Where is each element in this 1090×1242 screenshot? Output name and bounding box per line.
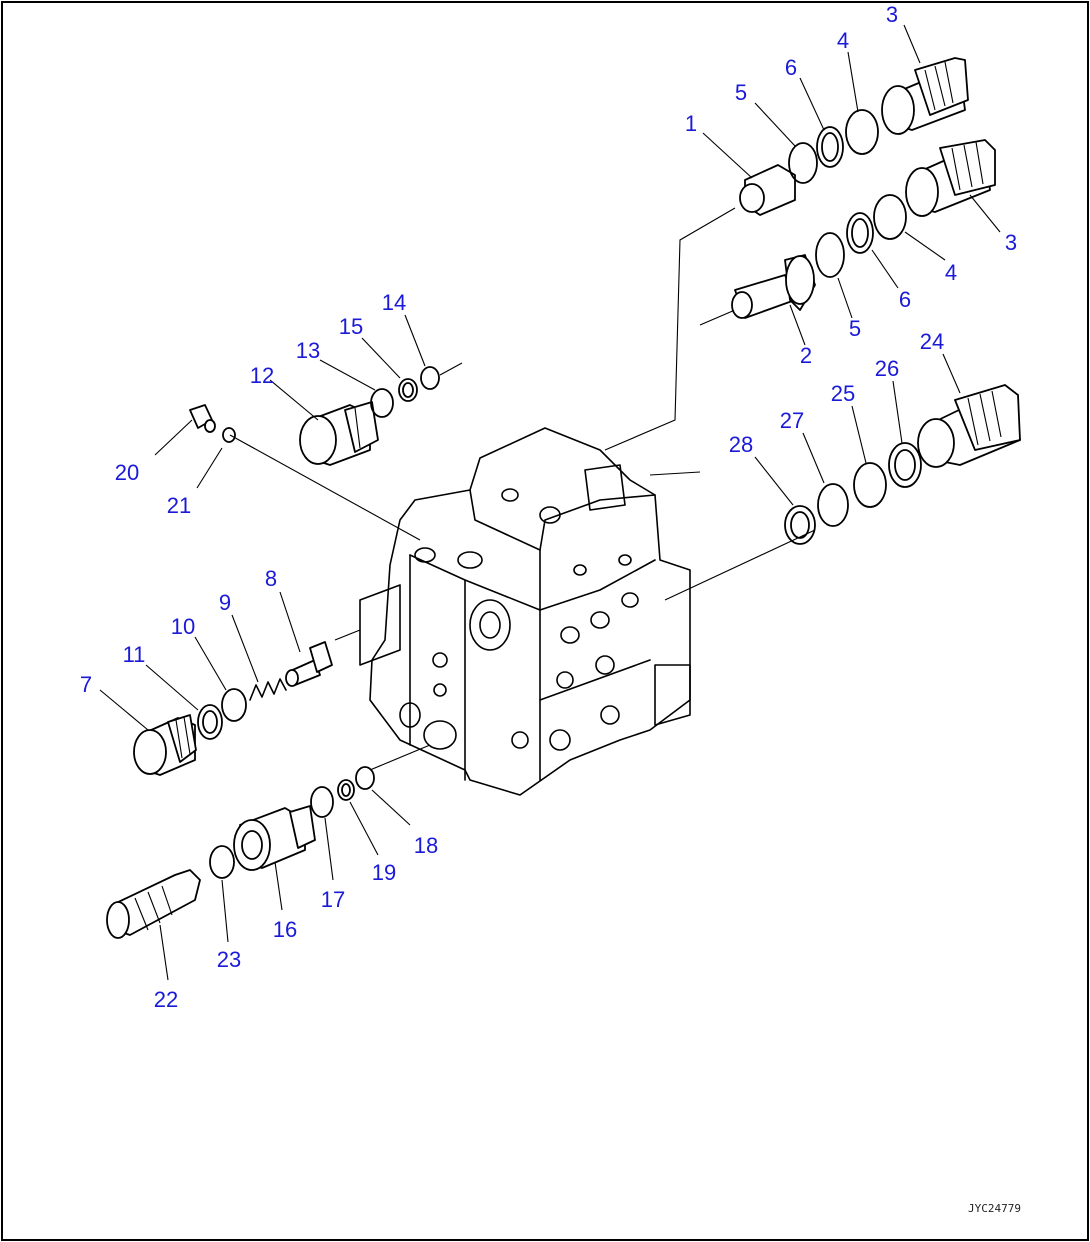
part-18-o-ring xyxy=(355,766,375,790)
assembly-leader-lines xyxy=(229,207,816,771)
part-23-o-ring xyxy=(209,845,235,879)
callout-2: 2 xyxy=(800,343,812,368)
callout-3-lower: 3 xyxy=(1005,230,1017,255)
part-6-backup-ring-lower-inner xyxy=(851,218,869,248)
part-4-o-ring-upper xyxy=(845,109,879,155)
callout-1: 1 xyxy=(685,111,697,136)
part-27-o-ring xyxy=(817,483,849,527)
drawing-code: JYC24779 xyxy=(968,1202,1021,1215)
callout-22: 22 xyxy=(154,987,178,1012)
valve-body xyxy=(359,427,691,796)
callout-labels: 1 2 3 3 4 4 5 5 6 6 7 8 9 10 11 12 13 14… xyxy=(80,2,1017,1012)
part-6-backup-ring-upper xyxy=(816,126,844,168)
part-3-plug-upper xyxy=(881,57,969,135)
callout-5-upper: 5 xyxy=(735,80,747,105)
callout-23: 23 xyxy=(217,947,241,972)
part-26-backup-ring-inner xyxy=(894,449,916,481)
part-5-o-ring-upper xyxy=(788,142,818,184)
part-26-backup-ring xyxy=(888,442,922,488)
part-4-o-ring-lower xyxy=(873,194,907,240)
part-2-spool xyxy=(731,254,816,319)
callout-21: 21 xyxy=(167,493,191,518)
callout-leaders xyxy=(99,24,1001,981)
part-28-backup-ring-inner xyxy=(790,511,810,539)
part-15-backup-ring-inner xyxy=(402,382,414,398)
part-20-plug xyxy=(189,404,216,433)
callout-24: 24 xyxy=(920,329,944,354)
part-9-spring xyxy=(249,678,287,701)
part-25-o-ring xyxy=(853,462,887,508)
part-5-o-ring-lower xyxy=(815,232,845,278)
part-16-cartridge xyxy=(233,805,316,871)
callout-20: 20 xyxy=(115,460,139,485)
part-3-plug-lower xyxy=(905,139,996,217)
callout-17: 17 xyxy=(321,887,345,912)
part-7-plug xyxy=(133,714,197,776)
callout-6-lower: 6 xyxy=(899,287,911,312)
part-6-backup-ring-upper-inner xyxy=(821,132,839,162)
part-1-plug xyxy=(739,164,796,216)
callout-28: 28 xyxy=(729,432,753,457)
callout-13: 13 xyxy=(296,338,320,363)
part-14-o-ring xyxy=(420,366,440,390)
callout-19: 19 xyxy=(372,860,396,885)
callout-6-upper: 6 xyxy=(785,55,797,80)
callout-11: 11 xyxy=(123,642,146,667)
callout-4-upper: 4 xyxy=(837,28,849,53)
callout-15: 15 xyxy=(339,314,363,339)
callout-16: 16 xyxy=(273,917,297,942)
part-19-backup-ring xyxy=(337,779,355,801)
callout-14: 14 xyxy=(382,290,406,315)
part-22-valve xyxy=(106,869,201,939)
part-15-backup-ring xyxy=(398,378,418,402)
part-21-o-ring xyxy=(222,427,236,443)
callout-7: 7 xyxy=(80,672,92,697)
callout-3-upper: 3 xyxy=(886,2,898,27)
part-28-backup-ring xyxy=(784,505,816,545)
callout-8: 8 xyxy=(265,566,277,591)
part-11-backup-ring xyxy=(197,704,223,740)
part-10-o-ring xyxy=(221,688,247,722)
callout-4-lower: 4 xyxy=(945,260,957,285)
callout-9: 9 xyxy=(219,590,231,615)
part-19-backup-ring-inner xyxy=(341,783,351,797)
part-24-valve xyxy=(917,384,1021,468)
part-17-o-ring xyxy=(310,786,334,818)
callout-25: 25 xyxy=(831,381,855,406)
callout-12: 12 xyxy=(250,363,274,388)
callout-26: 26 xyxy=(875,356,899,381)
callout-10: 10 xyxy=(171,614,195,639)
part-12-plug xyxy=(299,401,379,466)
part-11-backup-ring-inner xyxy=(202,710,218,734)
callout-18: 18 xyxy=(414,833,438,858)
callout-5-lower: 5 xyxy=(849,316,861,341)
callout-27: 27 xyxy=(780,408,804,433)
part-8-poppet xyxy=(285,641,333,687)
part-6-backup-ring-lower xyxy=(846,212,874,254)
part-13-o-ring xyxy=(370,388,394,418)
